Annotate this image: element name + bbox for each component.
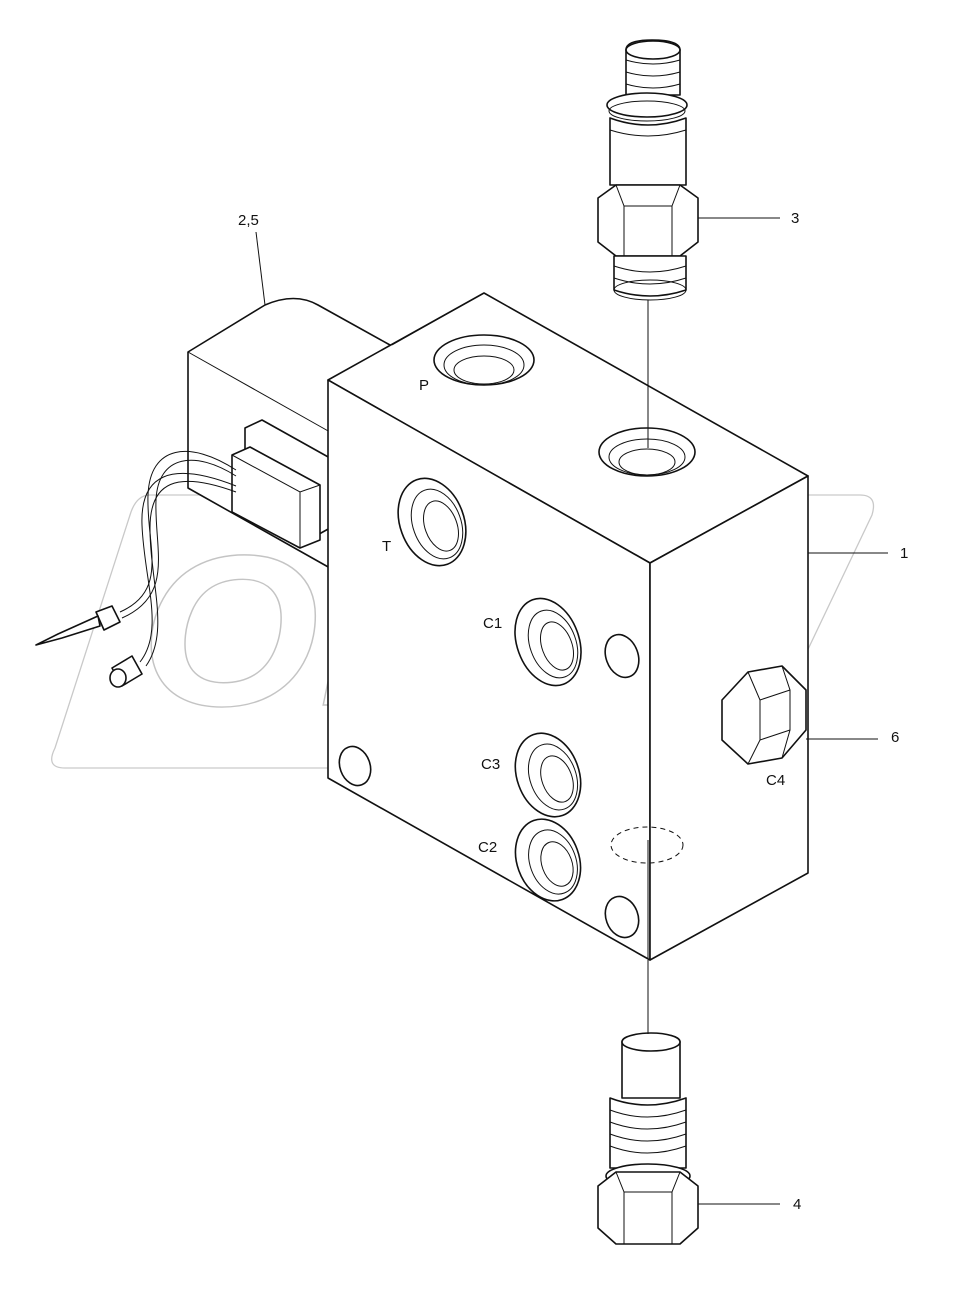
port-label-c1: C1 [483,615,502,632]
callout-2-5: 2,5 [238,212,259,229]
callout-3: 3 [791,210,799,227]
port-c3-opening [514,732,582,818]
valve-body [327,292,809,961]
mounting-hole [338,745,372,787]
port-label-c2: C2 [478,839,497,856]
callout-1: 1 [900,545,908,562]
mounting-hole [604,633,640,679]
port-label-c3: C3 [481,756,500,773]
port-c1-opening [514,597,582,687]
wire-terminal-ring [109,655,143,688]
bottom-cartridge-valve [597,1032,699,1245]
solenoid-wire-1 [119,450,237,613]
port-t-opening [397,477,467,567]
mounting-hole [604,895,640,939]
solenoid-coil [35,297,391,688]
hidden-bottom-bore [610,826,684,864]
top-cartridge-hex [597,184,699,257]
solenoid-wire-2 [139,472,237,663]
wire-terminal-spade [35,605,121,646]
top-cartridge-valve [597,39,699,301]
callout-6: 6 [891,729,899,746]
port-c2-opening [514,818,582,902]
plug-c4 [721,665,807,765]
port-p-opening [433,334,535,386]
port-label-p: P [419,377,429,394]
cartridge-bore-top [598,427,696,477]
leader-2-5 [255,231,266,306]
callout-4: 4 [793,1196,801,1213]
bottom-cartridge-hex [597,1171,699,1245]
port-label-c4: C4 [766,772,785,789]
port-label-t: T [382,538,391,555]
